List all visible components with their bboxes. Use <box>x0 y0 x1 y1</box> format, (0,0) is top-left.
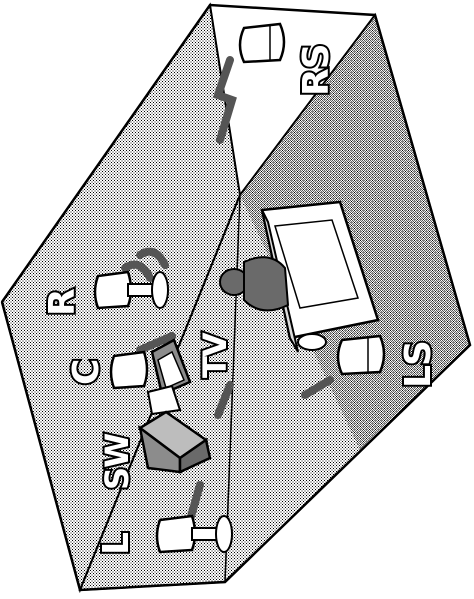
sound-wave-icon <box>136 247 169 269</box>
right-front-speaker <box>93 270 169 310</box>
left-surround-speaker <box>297 333 386 376</box>
television-icon <box>146 338 192 416</box>
listener-person-icon <box>219 256 290 312</box>
speaker-labels: L SW C TV R LS RS <box>40 42 441 557</box>
label-left-speaker: L <box>96 533 137 555</box>
room-edge-corner <box>239 14 376 196</box>
label-right-surround: RS <box>296 44 337 96</box>
sound-wave-icon <box>212 56 237 144</box>
sound-wave-icon <box>301 376 334 399</box>
label-right-speaker: R <box>42 289 83 316</box>
bookshelf-speaker-icon <box>336 334 386 376</box>
label-center-speaker: C <box>66 360 107 385</box>
left-front-speaker <box>155 514 233 554</box>
room-side-wall <box>240 15 470 450</box>
sound-wave-icon <box>214 381 234 419</box>
sound-waves <box>121 56 334 524</box>
bookshelf-speaker-icon <box>109 350 149 390</box>
bookshelf-speaker-icon <box>155 514 197 554</box>
bookshelf-speaker-icon <box>93 270 133 310</box>
label-subwoofer: SW <box>98 433 136 490</box>
label-tv: TV <box>196 332 234 378</box>
right-surround-speaker <box>238 22 286 64</box>
subwoofer-box-icon <box>137 410 212 474</box>
sound-wave-icon <box>186 481 204 524</box>
label-left-surround: LS <box>398 341 439 388</box>
center-speaker <box>109 350 149 390</box>
sound-wave-icon <box>136 332 176 354</box>
bookshelf-speaker-icon <box>238 22 286 64</box>
sound-wave-icon <box>121 260 154 282</box>
